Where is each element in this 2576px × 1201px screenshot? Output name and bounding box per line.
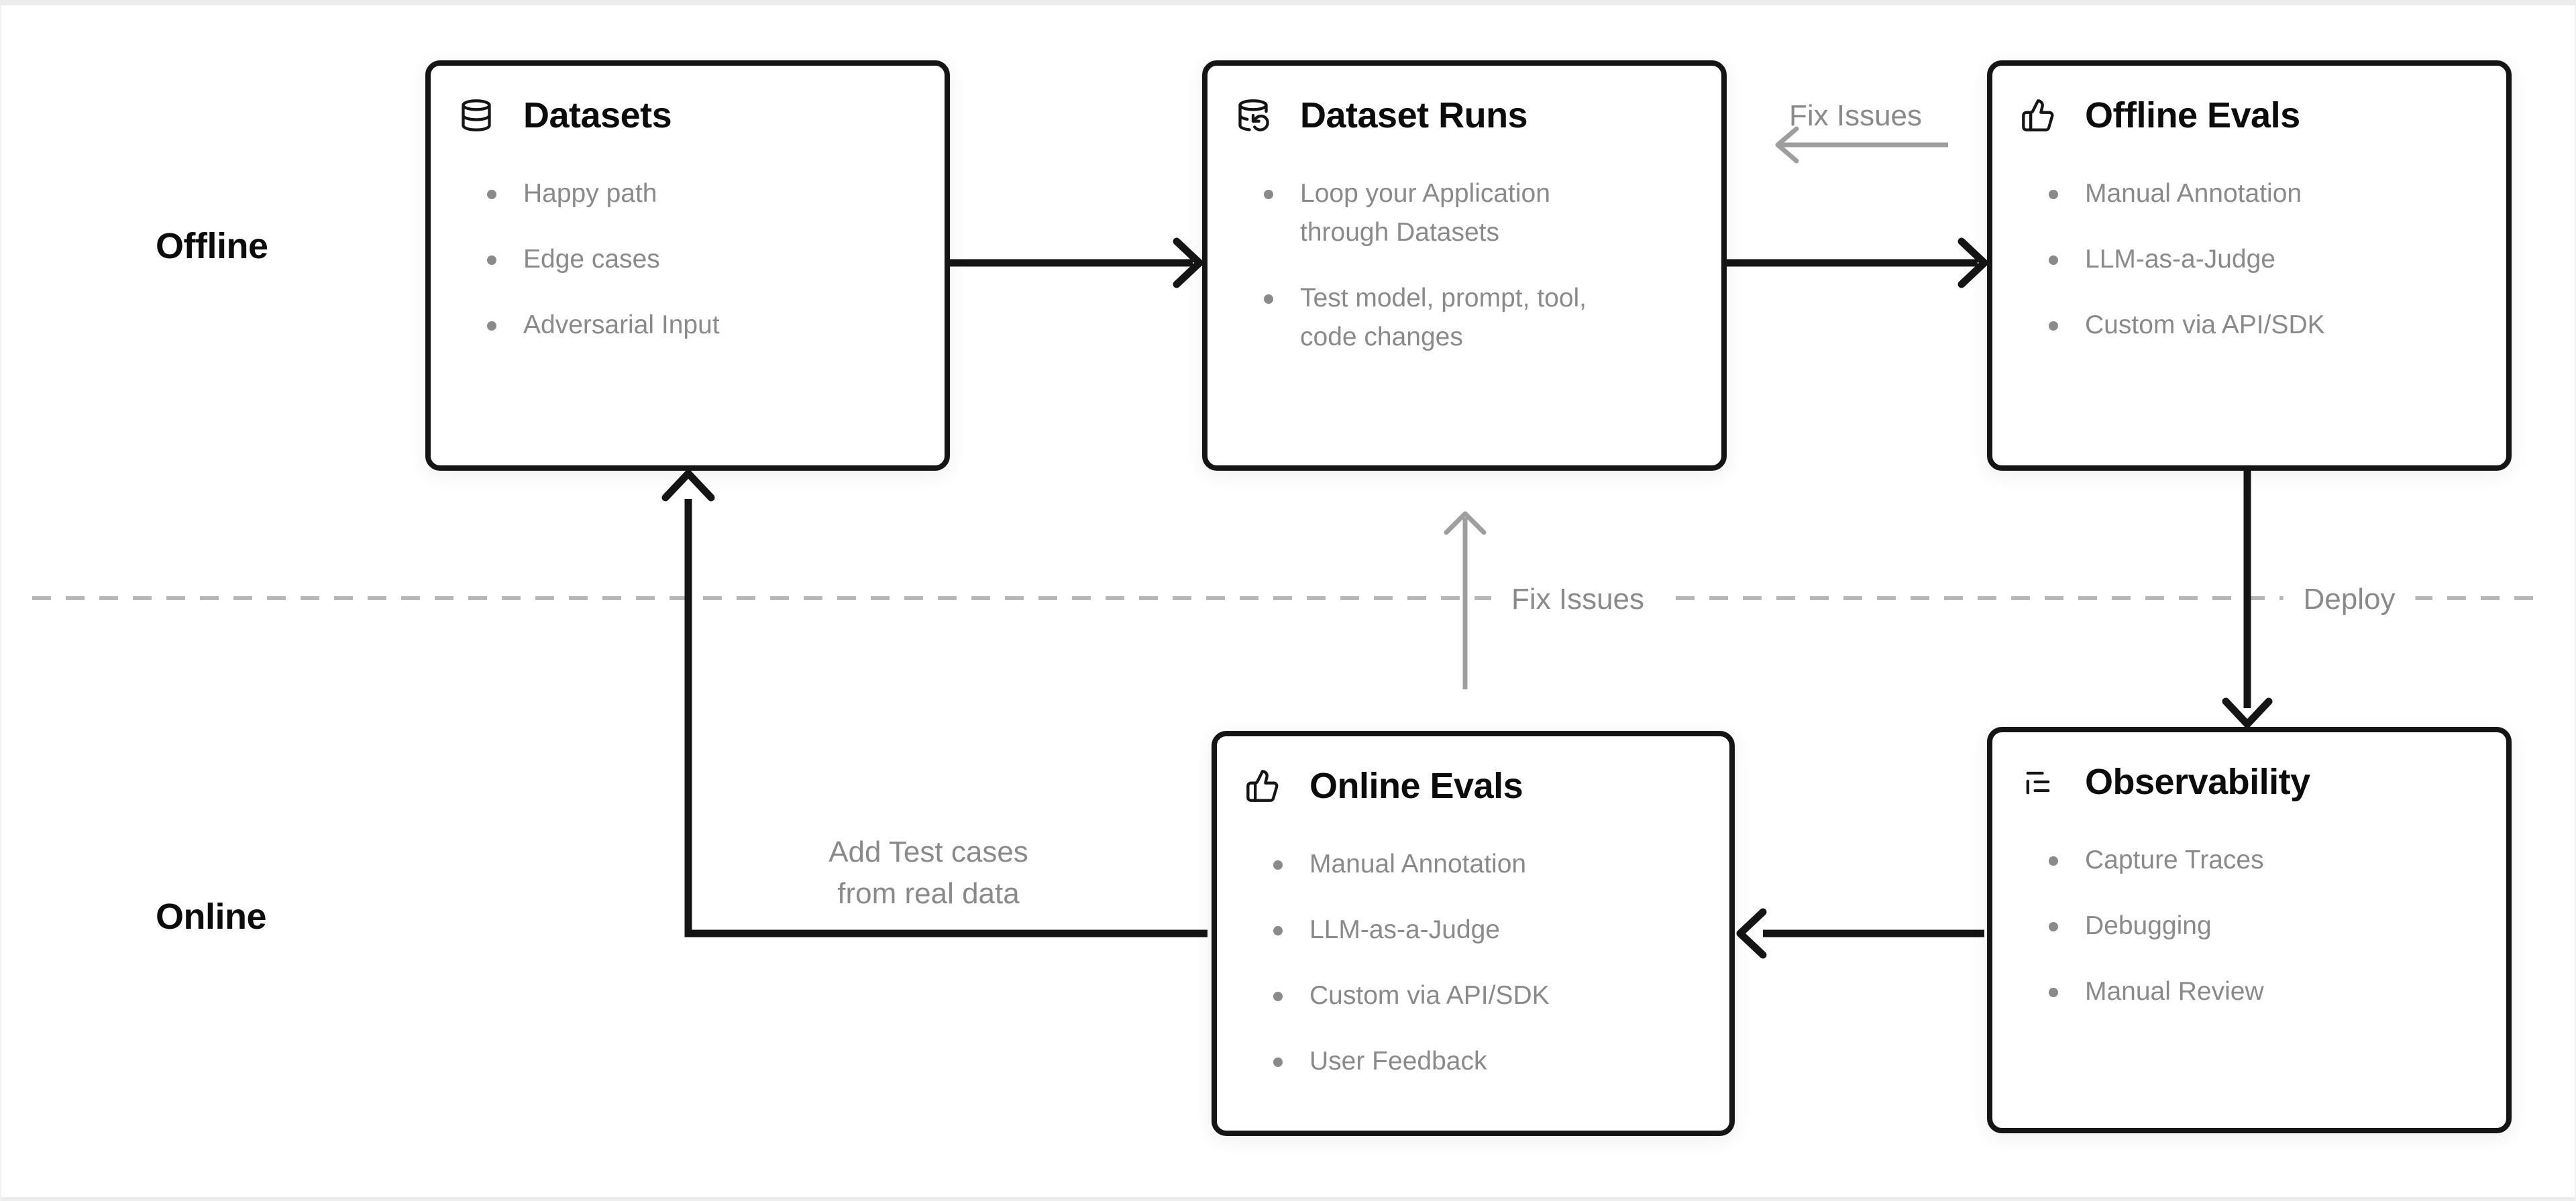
arrowhead-online-evals-to-datasets [661,469,715,502]
bullet-item: Capture Traces [2021,841,2474,880]
card-title: Observability [2085,762,2310,802]
bullet-item: User Feedback [1245,1042,1697,1081]
add-test-cases-label: Add Test cases from real data [828,836,1028,910]
offline-section-label: Offline [156,226,268,266]
card-header: Dataset Runs [1236,94,1689,137]
card-header: Offline Evals [2021,94,2474,137]
bullet-item: Manual Annotation [1245,845,1697,884]
card-header: Observability [2021,760,2474,803]
arrowhead-offline-evals-to-observability [2222,697,2273,728]
bullet-item: Adversarial Input [459,306,912,345]
bullet-item: Manual Review [2021,972,2474,1011]
bullet-item: Test model, prompt, tool, code changes [1236,279,1689,357]
arrowhead-dataset-runs-to-offline-evals [1957,237,1988,288]
card-header: Datasets [459,94,912,137]
dataset-runs-card: Dataset Runs Loop your Application throu… [1202,60,1727,471]
bullet-item: Edge cases [459,240,912,279]
card-title: Dataset Runs [1300,95,1528,135]
thumbs-up-icon [2021,98,2055,133]
bullet-item: Manual Annotation [2021,174,2474,213]
fix-issues-top-label: Fix Issues [1788,99,1923,132]
bullet-item: Custom via API/SDK [2021,306,2474,345]
fix-issues-vertical-arrowhead [1444,511,1487,535]
bullet-item: LLM-as-a-Judge [2021,240,2474,279]
arrowhead-observability-to-online-evals [1736,908,1767,959]
database-icon [459,98,494,133]
arrowhead-datasets-to-dataset-runs [1173,237,1203,288]
fix-issues-top-arrowhead [1775,126,1799,164]
card-header: Online Evals [1245,764,1697,807]
arrow-online-evals-to-datasets [684,499,1208,937]
bullet-item: Loop your Application through Datasets [1236,174,1689,252]
deploy-label: Deploy [2283,580,2416,619]
thumbs-up-icon [1245,768,1280,803]
trace-list-icon [2021,764,2055,799]
bullet-item: Custom via API/SDK [1245,976,1697,1015]
online-section-label: Online [156,897,267,937]
card-title: Offline Evals [2085,95,2300,135]
bullet-item: LLM-as-a-Judge [1245,911,1697,950]
database-backup-icon [1236,98,1271,133]
card-title: Datasets [523,95,672,135]
card-title: Online Evals [1309,766,1523,806]
bullet-item: Happy path [459,174,912,213]
bullet-item: Debugging [2021,907,2474,946]
fix-issues-mid-label: Fix Issues [1491,580,1665,619]
